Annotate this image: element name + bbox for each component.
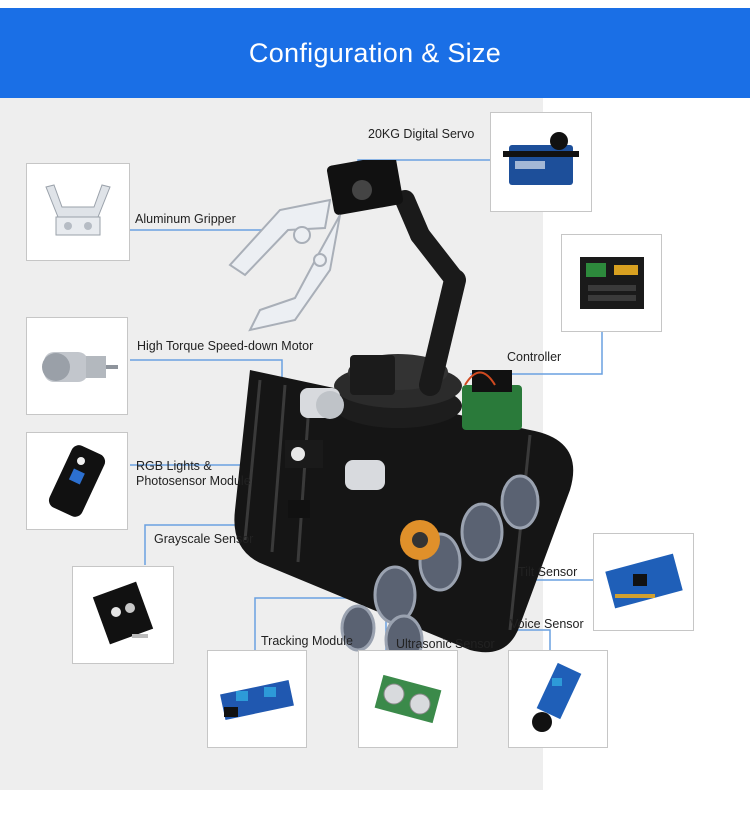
robot-tank-illustration [228, 160, 574, 666]
label-tracking: Tracking Module [261, 634, 353, 648]
card-tilt [593, 533, 694, 631]
label-controller: Controller [507, 350, 562, 364]
label-ultrasonic: Ultrasonic Sensor [396, 637, 495, 651]
card-gripper [26, 163, 130, 261]
header-banner: Configuration & Size [0, 8, 750, 98]
label-grayscale: Grayscale Sensor [154, 532, 254, 546]
tilt-sensor-icon [604, 553, 683, 609]
grayscale-sensor-icon [92, 581, 154, 645]
card-ultrasonic [358, 650, 458, 748]
card-controller [561, 234, 662, 332]
robot-wheels [340, 474, 540, 666]
robot-arm [326, 160, 466, 396]
card-voice [508, 650, 608, 748]
motor-icon [42, 352, 118, 382]
robot-gripper [228, 198, 341, 332]
card-motor [26, 317, 128, 415]
ultrasonic-sensor-icon [374, 674, 442, 724]
card-servo [490, 112, 592, 212]
label-tilt: Tilt Sensor [518, 565, 578, 579]
controller-board-icon [579, 257, 644, 309]
card-rgb [26, 432, 128, 530]
label-gripper: Aluminum Gripper [135, 212, 236, 226]
label-voice: Voice Sensor [510, 617, 584, 631]
tracking-module-icon [220, 680, 294, 720]
servo-icon [503, 132, 579, 185]
card-grayscale [72, 566, 174, 664]
page-title: Configuration & Size [248, 37, 502, 68]
robot-motors [285, 388, 385, 518]
label-rgb: RGB Lights & Photosensor Module [136, 459, 251, 488]
label-motor: High Torque Speed-down Motor [137, 339, 314, 353]
card-tracking [207, 650, 307, 748]
rgb-module-icon [48, 445, 106, 517]
voice-sensor-icon [532, 662, 582, 732]
robot-sprocket [400, 520, 440, 560]
gripper-icon [45, 184, 111, 236]
label-servo: 20KG Digital Servo [368, 127, 475, 141]
